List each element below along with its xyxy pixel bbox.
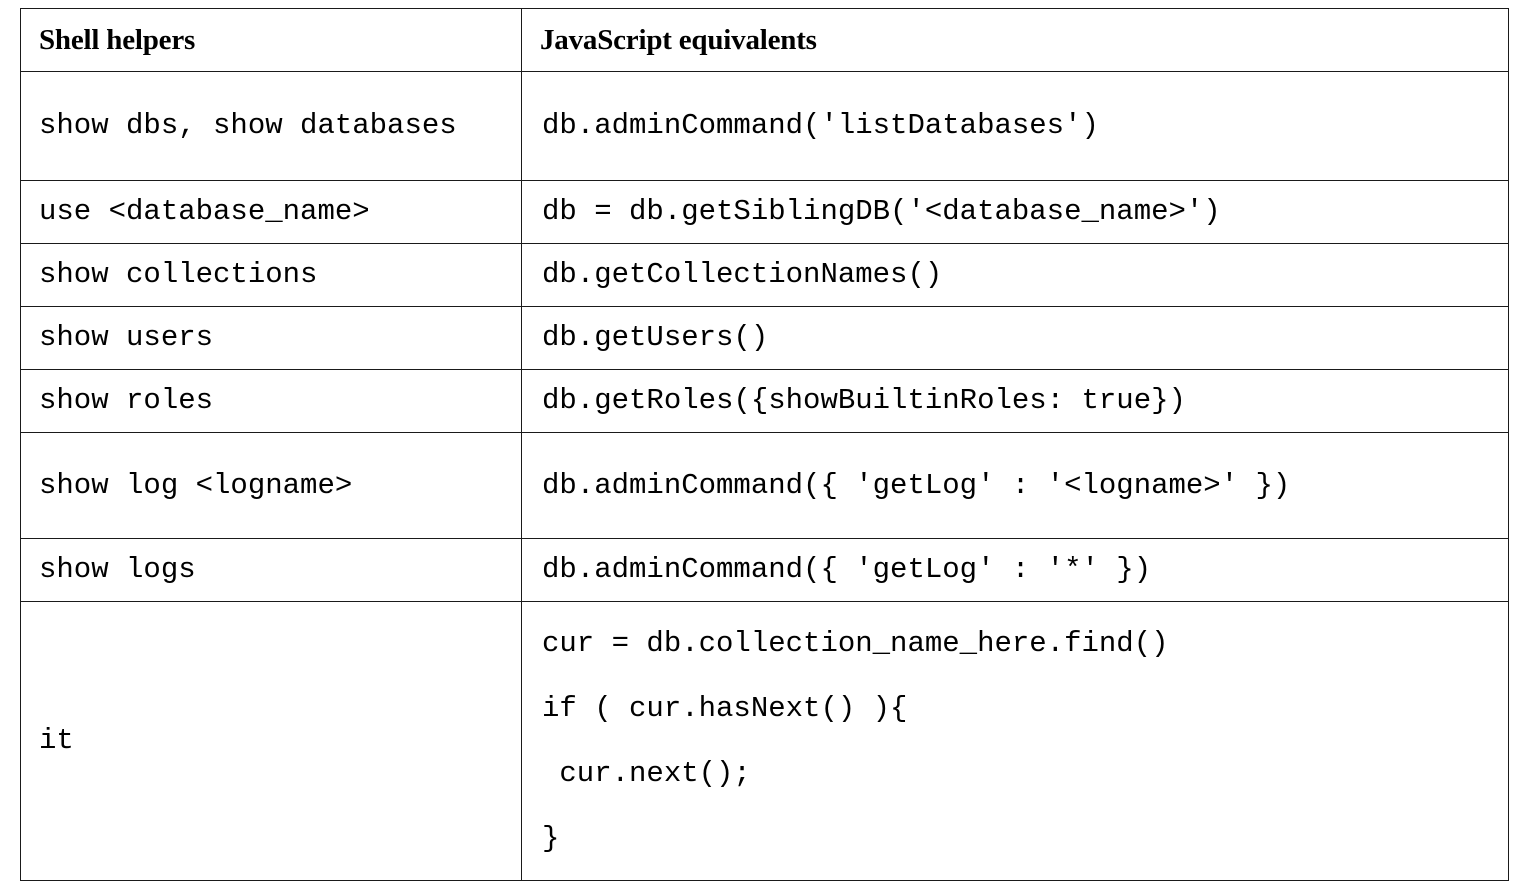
js-equivalent-cell: db.adminCommand({ 'getLog' : '*' })	[521, 538, 1509, 603]
table-row: show collections db.getCollectionNames()	[20, 243, 1509, 308]
js-equivalent-text: db.adminCommand({ 'getLog' : '*' })	[542, 553, 1152, 587]
shell-helper-cell: show logs	[20, 538, 522, 603]
shell-helper-text: show roles	[39, 384, 214, 418]
table-row: show users db.getUsers()	[20, 306, 1509, 371]
column-header-shell-helpers-label: Shell helpers	[39, 23, 196, 56]
js-equivalent-text: db.getRoles({showBuiltinRoles: true})	[542, 384, 1186, 418]
js-equivalent-text: db.getCollectionNames()	[542, 258, 943, 292]
code-line: if ( cur.hasNext() ){	[542, 692, 908, 726]
shell-helper-cell: show roles	[20, 369, 522, 434]
shell-helper-cell: show users	[20, 306, 522, 371]
js-equivalent-cell: db.getUsers()	[521, 306, 1509, 371]
js-equivalent-text: db = db.getSiblingDB('<database_name>')	[542, 195, 1221, 228]
table-row: show logs db.adminCommand({ 'getLog' : '…	[20, 538, 1509, 603]
js-equivalent-cell: db.getRoles({showBuiltinRoles: true})	[521, 369, 1509, 434]
table-row: show roles db.getRoles({showBuiltinRoles…	[20, 369, 1509, 434]
column-header-javascript-equivalents-label: JavaScript equivalents	[540, 23, 817, 56]
shell-helper-text: show logs	[39, 553, 196, 587]
shell-helper-cell: show log <logname>	[20, 432, 522, 540]
table-body: show dbs, show databases db.adminCommand…	[20, 71, 1509, 881]
js-equivalent-code-block: cur = db.collection_name_here.find() if …	[522, 615, 1508, 867]
table-row: show dbs, show databases db.adminCommand…	[20, 71, 1509, 181]
shell-helper-text: it	[39, 724, 74, 758]
header-row: Shell helpers JavaScript equivalents	[20, 8, 1509, 72]
shell-helper-text: show collections	[39, 258, 318, 292]
js-equivalent-cell: db.getCollectionNames()	[521, 243, 1509, 308]
table-header: Shell helpers JavaScript equivalents	[20, 8, 1509, 72]
js-equivalent-text: db.adminCommand('listDatabases')	[542, 108, 1099, 142]
table-row: it cur = db.collection_name_here.find() …	[20, 601, 1509, 881]
js-equivalent-cell: db.adminCommand('listDatabases')	[521, 71, 1509, 181]
shell-helper-text: show dbs, show databases	[39, 108, 457, 142]
page-root: Shell helpers JavaScript equivalents sho…	[20, 8, 1509, 881]
code-line: cur = db.collection_name_here.find()	[542, 627, 1169, 661]
js-equivalent-text: db.getUsers()	[542, 321, 769, 355]
shell-helper-cell: use <database_name>	[20, 179, 522, 245]
shell-helper-text: show users	[39, 321, 214, 355]
table-row: show log <logname> db.adminCommand({ 'ge…	[20, 432, 1509, 540]
shell-helper-cell: it	[20, 601, 522, 881]
column-header-javascript-equivalents: JavaScript equivalents	[521, 8, 1509, 72]
shell-helpers-table: Shell helpers JavaScript equivalents sho…	[20, 8, 1509, 881]
code-line: }	[542, 822, 560, 856]
js-equivalent-cell: cur = db.collection_name_here.find() if …	[521, 601, 1509, 881]
shell-helper-text: use <database_name>	[39, 195, 370, 228]
js-equivalent-cell: db = db.getSiblingDB('<database_name>')	[521, 179, 1509, 245]
shell-helper-cell: show collections	[20, 243, 522, 308]
js-equivalent-cell: db.adminCommand({ 'getLog' : '<logname>'…	[521, 432, 1509, 540]
code-line: cur.next();	[542, 757, 751, 791]
js-equivalent-text: db.adminCommand({ 'getLog' : '<logname>'…	[542, 468, 1291, 502]
column-header-shell-helpers: Shell helpers	[20, 8, 522, 72]
table-row: use <database_name> db = db.getSiblingDB…	[20, 179, 1509, 245]
shell-helper-cell: show dbs, show databases	[20, 71, 522, 181]
shell-helper-text: show log <logname>	[39, 468, 353, 502]
